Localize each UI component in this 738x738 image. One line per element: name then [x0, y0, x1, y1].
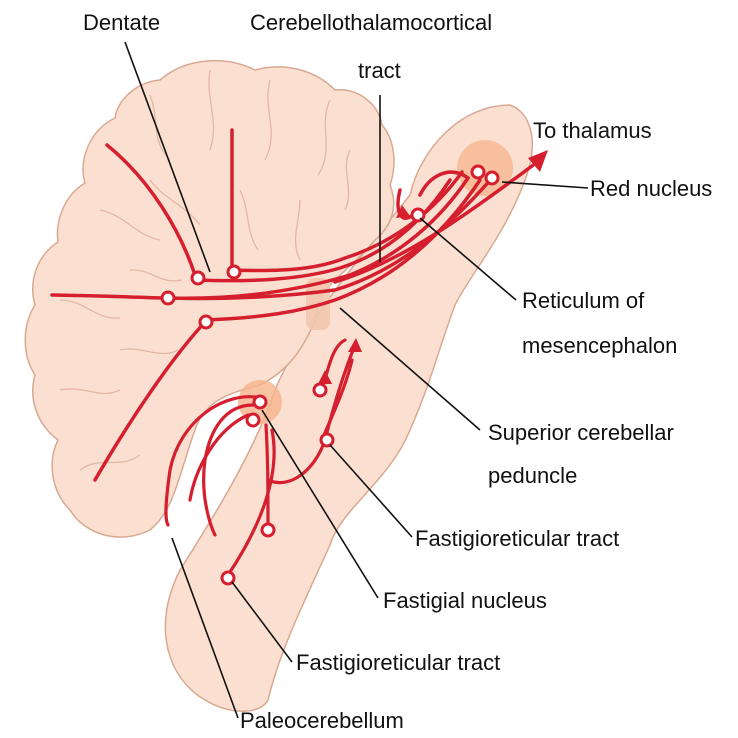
label-fastigioreticular-lower: Fastigioreticular tract	[296, 650, 500, 675]
label-fastigial-nucleus: Fastigial nucleus	[383, 588, 547, 613]
label-fastigioreticular-upper: Fastigioreticular tract	[415, 526, 619, 551]
label-cerebellothalamocortical-line2: tract	[358, 58, 401, 83]
label-dentate: Dentate	[83, 10, 160, 35]
label-red-nucleus: Red nucleus	[590, 176, 712, 201]
label-scp-line2: peduncle	[488, 463, 577, 488]
label-reticulum-line1: Reticulum of	[522, 288, 645, 313]
label-scp-line1: Superior cerebellar	[488, 420, 674, 445]
label-paleocerebellum: Paleocerebellum	[240, 708, 404, 733]
label-reticulum-line2: mesencephalon	[522, 333, 677, 358]
label-cerebellothalamocortical-line1: Cerebellothalamocortical	[250, 10, 492, 35]
label-to-thalamus: To thalamus	[533, 118, 652, 143]
